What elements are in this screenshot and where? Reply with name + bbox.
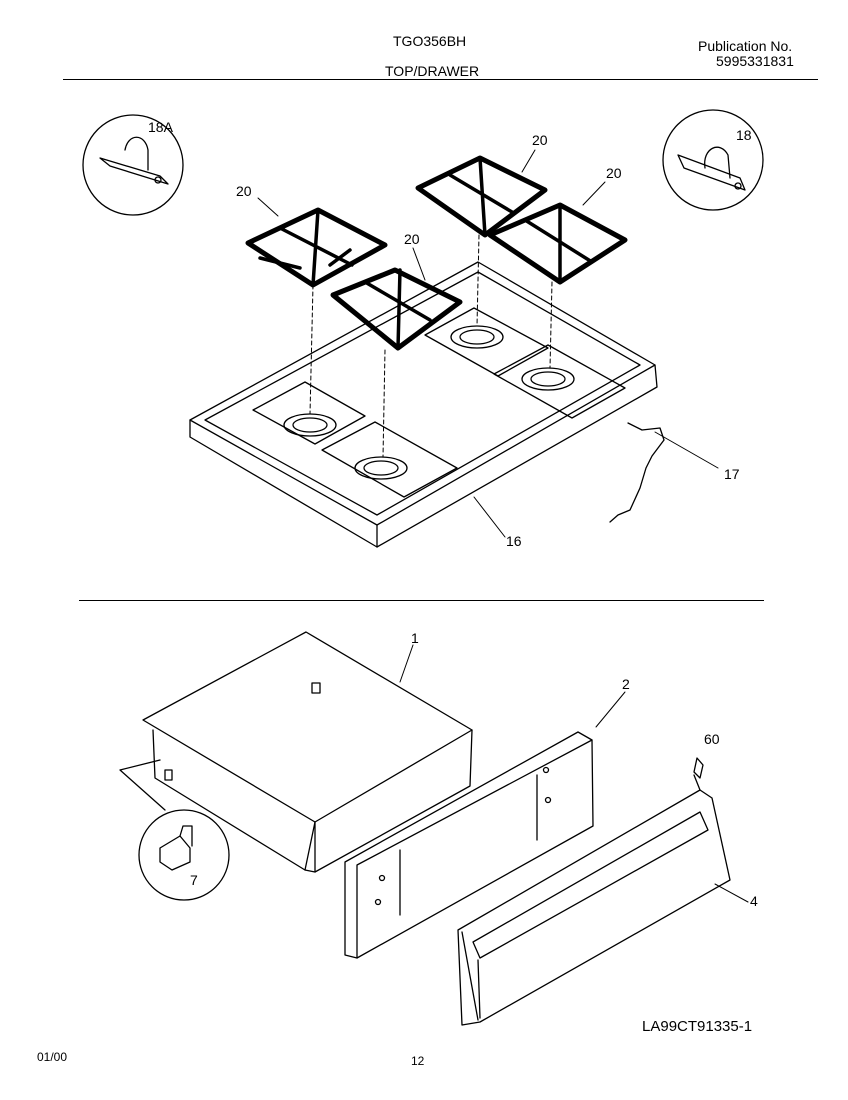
callout-2: 2 — [622, 676, 630, 692]
publication-number: 5995331831 — [716, 53, 794, 69]
callout-20-right: 20 — [606, 165, 622, 181]
drawer-back-panel — [344, 731, 594, 959]
callout-18a: 18A — [148, 119, 173, 135]
burner-heads — [283, 325, 575, 480]
detail-7 — [119, 759, 230, 901]
callout-20-left: 20 — [236, 183, 252, 199]
section-title: TOP/DRAWER — [385, 63, 480, 79]
cooktop-panel — [189, 261, 658, 548]
drawer-front — [457, 757, 731, 1026]
header-rule — [63, 79, 818, 80]
drawing-code: LA99CT91335-1 — [642, 1018, 753, 1035]
burner-grates — [245, 155, 628, 351]
callout-20-center: 20 — [404, 231, 420, 247]
detail-18 — [662, 109, 764, 211]
detail-18a — [82, 114, 184, 216]
leader-lines-bottom — [399, 644, 749, 903]
callout-17: 17 — [724, 466, 740, 482]
callout-4: 4 — [750, 893, 758, 909]
callout-16: 16 — [506, 533, 522, 549]
callout-20-top: 20 — [532, 132, 548, 148]
callout-60: 60 — [704, 731, 720, 747]
drawer-body — [142, 631, 473, 873]
model-number: TGO356BH — [393, 33, 467, 49]
page-number: 12 — [411, 1054, 425, 1068]
callout-1: 1 — [411, 630, 419, 646]
leader-lines-top — [257, 149, 719, 538]
section-divider — [79, 600, 764, 601]
alignment-lines — [309, 234, 553, 458]
publication-label: Publication No. — [698, 38, 793, 54]
part-17-wire — [609, 422, 665, 523]
callout-18: 18 — [736, 127, 752, 143]
footer-date: 01/00 — [37, 1050, 68, 1064]
callout-7: 7 — [190, 872, 198, 888]
